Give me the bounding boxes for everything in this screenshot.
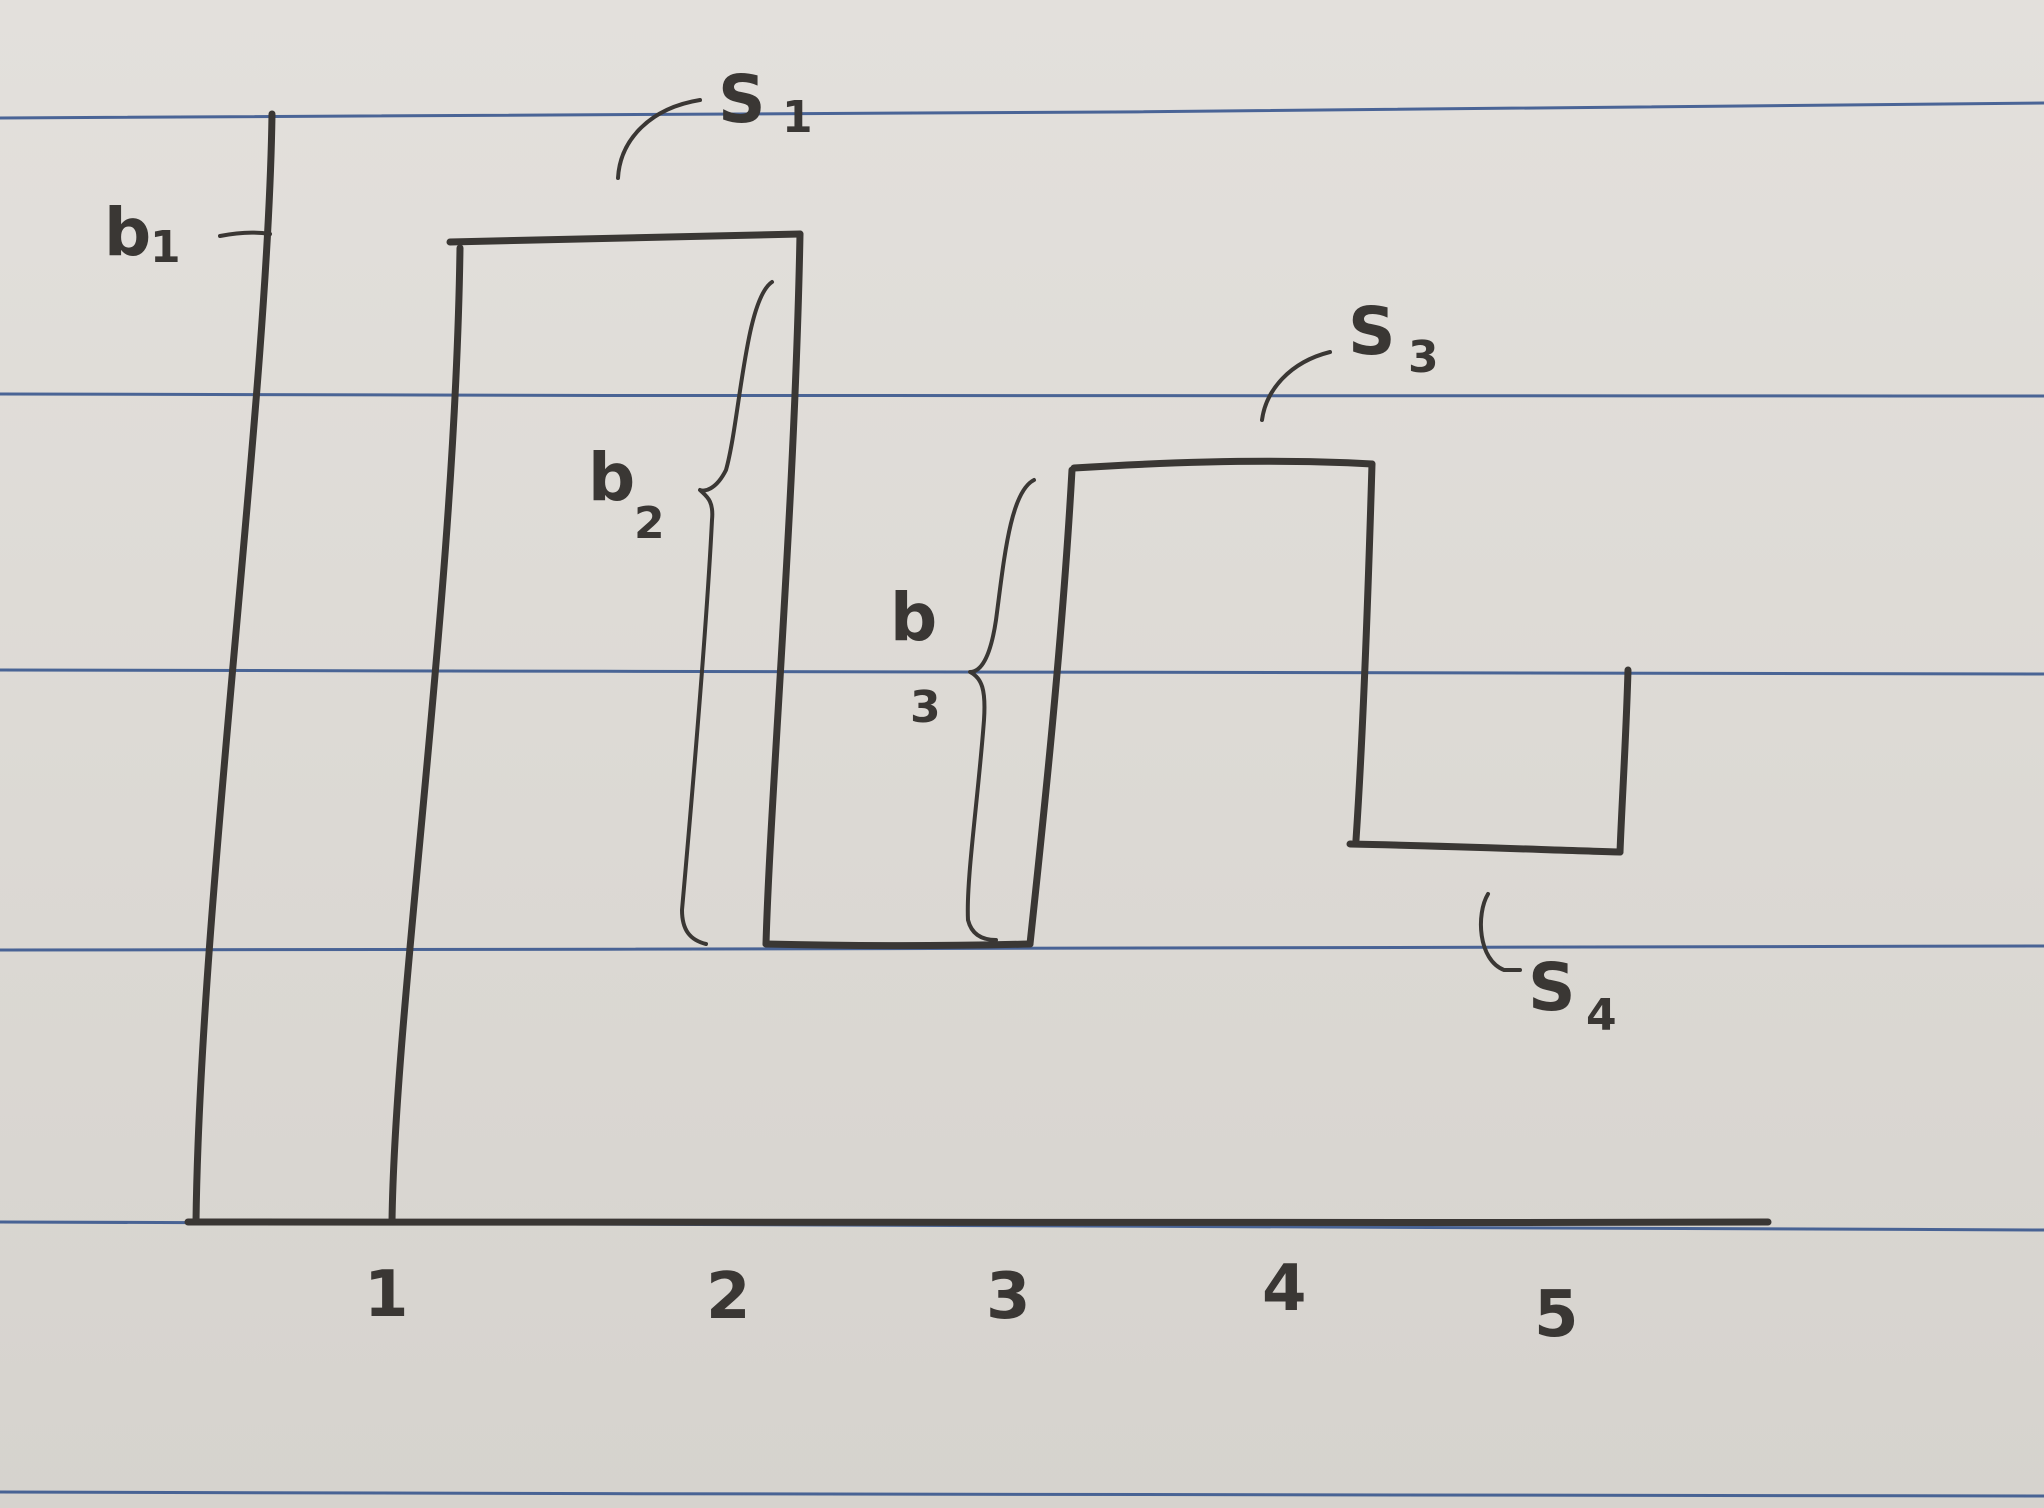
- label-b1-main: b: [104, 194, 151, 271]
- axis-tick-label-1: 1: [364, 1258, 409, 1332]
- rule-line: [0, 392, 2044, 398]
- label-b1-subscript: 1: [150, 222, 181, 273]
- axis-tick-label-3: 3: [986, 1260, 1031, 1334]
- block-3-right-edge: [1026, 466, 1076, 948]
- s3-pointer-curve: [1260, 350, 1332, 422]
- block-4-right-edge: [1352, 460, 1376, 844]
- x-axis-line: [184, 1217, 1772, 1227]
- axis-tick-label-2: 2: [706, 1260, 751, 1334]
- axis-tick-label-5: 5: [1534, 1278, 1579, 1352]
- label-s1-main: S: [718, 61, 766, 138]
- label-s4-subscript: 4: [1586, 990, 1617, 1041]
- s1-pointer-curve: [616, 98, 702, 180]
- block-1-right-edge: [388, 244, 464, 1226]
- block-4-top-edge: [1070, 457, 1376, 472]
- label-b3-subscript: 3: [910, 682, 941, 733]
- s4-pointer-curve: [1478, 892, 1522, 972]
- label-b2-subscript: 2: [634, 498, 665, 549]
- label-s3-subscript: 3: [1408, 332, 1439, 383]
- rule-line: [0, 1490, 2044, 1498]
- axis-tick-label-4: 4: [1262, 1252, 1307, 1326]
- b1-tick-mark: [218, 230, 272, 238]
- block-3-bottom-edge: [762, 940, 1034, 949]
- rule-line: [0, 668, 2044, 676]
- block-5-right-edge: [1616, 666, 1632, 856]
- b2-brace: [680, 280, 774, 946]
- label-s3-main: S: [1348, 293, 1396, 370]
- b3-brace: [965, 478, 1036, 942]
- block-2-top-edge: [446, 230, 804, 246]
- block-1-left-edge: [192, 110, 276, 1226]
- label-s4-main: S: [1528, 949, 1576, 1026]
- label-s1-subscript: 1: [782, 92, 813, 143]
- label-b2-main: b: [588, 439, 635, 516]
- rule-line: [0, 944, 2044, 952]
- block-2-right-edge: [762, 230, 804, 948]
- label-b3-main: b: [890, 579, 937, 656]
- rule-line: [0, 101, 2044, 120]
- block-5-bottom-edge: [1346, 840, 1624, 856]
